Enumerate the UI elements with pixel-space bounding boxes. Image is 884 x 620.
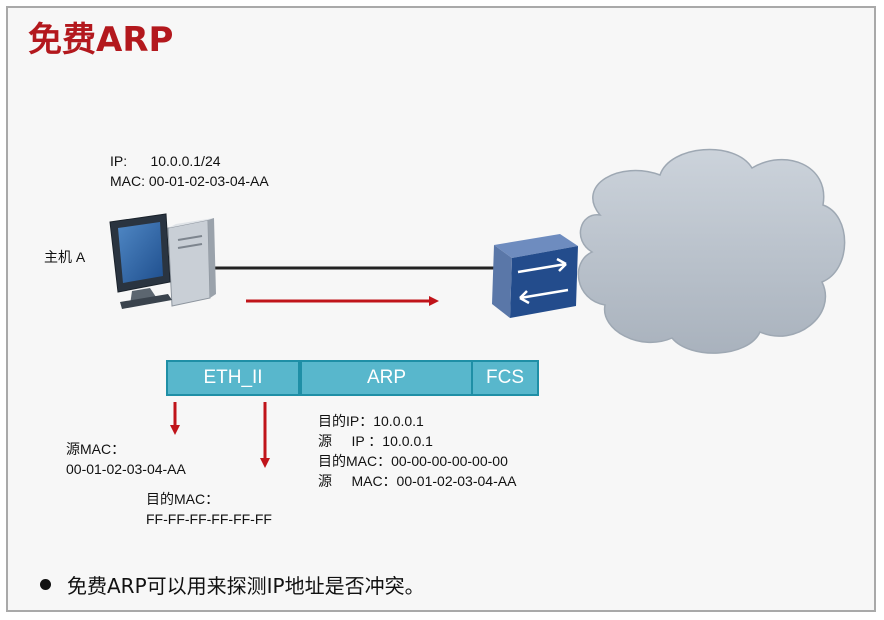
arp-src-ip: 源 IP ：10.0.0.1	[318, 433, 433, 449]
cloud-icon	[577, 148, 846, 354]
bullet-dot-icon	[40, 579, 51, 590]
dst-mac-label: 目的MAC：	[146, 491, 220, 507]
src-mac-value: 00-01-02-03-04-AA	[66, 461, 186, 477]
segment-eth-ii: ETH_II	[166, 360, 300, 396]
bullet-point: 免费ARP可以用来探测IP地址是否冲突。	[40, 570, 425, 599]
dst-mac-value: FF-FF-FF-FF-FF-FF	[146, 511, 272, 527]
switch-icon	[492, 234, 578, 318]
host-a-label: 主机 A	[44, 249, 86, 265]
page-title: 免费ARP	[28, 20, 174, 60]
computer-icon	[109, 213, 216, 309]
arp-src-mac: 源 MAC：00-01-02-03-04-AA	[318, 473, 517, 489]
arp-dst-ip: 目的IP：10.0.0.1	[318, 413, 424, 429]
host-ip-line: IP: 10.0.0.1/24	[110, 153, 221, 169]
host-mac-line: MAC: 00-01-02-03-04-AA	[110, 173, 269, 189]
segment-arp: ARP	[300, 360, 473, 396]
arp-dst-mac: 目的MAC：00-00-00-00-00-00	[318, 453, 508, 469]
segment-fcs: FCS	[471, 360, 539, 396]
bullet-text: 免费ARP可以用来探测IP地址是否冲突。	[67, 574, 425, 598]
src-mac-label: 源MAC：	[66, 441, 126, 457]
